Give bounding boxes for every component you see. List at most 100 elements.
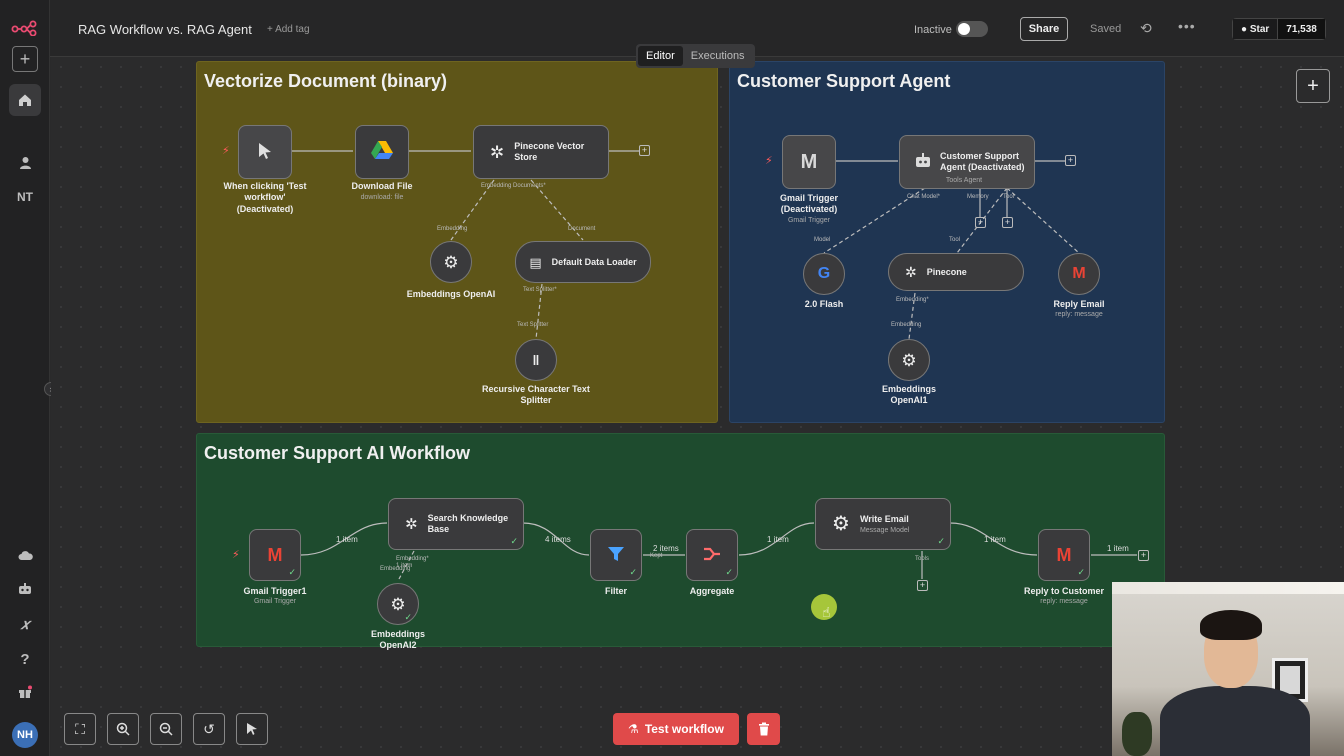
group-agent[interactable]: Customer Support Agent — [729, 61, 1165, 423]
google-icon: G — [817, 265, 831, 282]
edge-label: 1 item — [984, 535, 1006, 544]
node-label: Reply to Customer — [1023, 586, 1104, 596]
saved-status: Saved — [1090, 23, 1122, 35]
plus-icon[interactable]: + — [12, 46, 38, 72]
add-tool-plus-icon[interactable]: + — [917, 580, 928, 591]
add-node-plus-icon[interactable]: + — [1065, 155, 1076, 166]
add-node-plus-icon[interactable]: + — [639, 145, 650, 156]
workflow-title[interactable]: RAG Workflow vs. RAG Agent — [78, 22, 252, 37]
reply-email-node[interactable]: M — [1058, 253, 1100, 295]
node-subtitle: Gmail Trigger — [787, 217, 830, 224]
port-label: Embedding — [380, 566, 411, 572]
port-label: Tool — [1003, 194, 1015, 200]
node-subtitle: download: file — [360, 194, 404, 201]
cloud-icon[interactable] — [9, 539, 41, 571]
gmail-icon: M — [267, 545, 283, 565]
success-check-icon: ✓ — [937, 536, 945, 546]
edge-label: Kept — [650, 553, 663, 559]
port-label: Memory — [967, 194, 989, 200]
fit-view-icon[interactable]: ⛶ — [64, 713, 96, 745]
user-icon[interactable] — [9, 146, 41, 178]
undo-icon[interactable]: ↺ — [193, 713, 225, 745]
github-star-button[interactable]: ● Star 71,538 — [1232, 18, 1326, 40]
node-label: Pinecone — [926, 266, 967, 277]
view-tabs: Editor Executions — [636, 44, 755, 68]
pinecone-icon: ✲ — [405, 515, 418, 533]
node-label: Embeddings OpenAI — [406, 289, 496, 299]
cursor-highlight — [811, 594, 837, 620]
star-label: Star — [1249, 24, 1270, 35]
add-memory-plus-icon[interactable]: + — [975, 217, 986, 228]
trash-icon[interactable] — [747, 713, 780, 745]
add-tool-plus-icon[interactable]: + — [1002, 217, 1013, 228]
plant — [1122, 712, 1152, 756]
reply-to-customer-node[interactable]: M ✓ — [1038, 529, 1090, 581]
templates-icon[interactable] — [9, 573, 41, 605]
trigger-bolt-icon: ⚡ — [765, 155, 773, 167]
node-label: Customer Support Agent (Deactivated) — [940, 151, 1025, 172]
gift-icon[interactable] — [9, 676, 41, 708]
node-label: When clicking 'Test workflow' (Deactivat… — [223, 181, 307, 214]
more-icon[interactable]: ••• — [1178, 18, 1196, 34]
embeddings-openai-node[interactable]: ⚙ — [430, 241, 472, 283]
openai-icon: ⚙ — [443, 252, 459, 272]
node-label: Download File — [351, 181, 413, 191]
customer-support-agent-node[interactable]: Customer Support Agent (Deactivated) — [899, 135, 1035, 189]
history-icon[interactable]: ⟲ — [1140, 20, 1152, 36]
port-label: Tool — [949, 237, 961, 243]
tab-executions[interactable]: Executions — [690, 50, 745, 62]
tab-editor[interactable]: Editor — [638, 46, 683, 66]
gmail-trigger-node[interactable]: M — [782, 135, 836, 189]
filter-node[interactable]: ✓ — [590, 529, 642, 581]
zoom-in-icon[interactable] — [107, 713, 139, 745]
text-splitter-node[interactable]: ‖ — [515, 339, 557, 381]
variables-icon[interactable]: 𝑥 — [20, 615, 30, 633]
port-label: Text Splitter* — [523, 287, 557, 293]
edge-label: 1 item — [396, 563, 413, 569]
pinecone-tool-node[interactable]: ✲ Pinecone — [888, 253, 1024, 291]
active-status-label: Inactive — [914, 24, 952, 36]
add-tag-link[interactable]: + Add tag — [267, 24, 310, 35]
manual-trigger-node[interactable] — [238, 125, 292, 179]
search-knowledge-base-node[interactable]: ✲ Search Knowledge Base ✓ — [388, 498, 524, 550]
avatar[interactable]: NH — [12, 722, 38, 748]
project-initials[interactable]: NT — [17, 190, 33, 204]
test-workflow-button[interactable]: ⚗ Test workflow — [613, 713, 739, 745]
port-label: Chat Model* — [907, 194, 941, 200]
success-check-icon: ✓ — [288, 567, 296, 577]
node-subtitle: Tools Agent — [945, 177, 983, 184]
edge-label: 1 item — [1107, 544, 1129, 553]
home-icon[interactable] — [9, 84, 41, 116]
add-node-plus-icon[interactable]: + — [1138, 550, 1149, 561]
google-drive-icon — [371, 140, 393, 164]
pinecone-vector-store-node[interactable]: ✲ Pinecone Vector Store — [473, 125, 609, 179]
background-lamp — [1112, 582, 1344, 594]
gmail-icon: M — [1056, 545, 1072, 565]
write-email-node[interactable]: ⚙ Write Email Message Model ✓ — [815, 498, 951, 550]
share-button[interactable]: Share — [1020, 17, 1068, 41]
node-label: Write Email — [859, 514, 909, 525]
splitter-icon: ‖ — [532, 352, 540, 368]
port-label: Embedding Documents* — [481, 183, 546, 189]
node-label: 2.0 Flash — [804, 299, 844, 309]
gmail-trigger1-node[interactable]: M ✓ — [249, 529, 301, 581]
n8n-logo-icon[interactable] — [9, 12, 41, 44]
success-check-icon: ✓ — [629, 567, 637, 577]
help-icon[interactable]: ? — [20, 650, 30, 668]
add-node-button[interactable]: + — [1296, 69, 1330, 103]
embeddings-openai1-node[interactable]: ⚙ — [888, 339, 930, 381]
port-label: Embedding* — [896, 297, 929, 303]
zoom-out-icon[interactable] — [150, 713, 182, 745]
active-toggle[interactable] — [956, 21, 988, 37]
download-file-node[interactable] — [355, 125, 409, 179]
webcam-overlay — [1112, 582, 1344, 756]
gemini-model-node[interactable]: G — [803, 253, 845, 295]
edge-label: 1 item — [336, 535, 358, 544]
default-data-loader-node[interactable]: ▤ Default Data Loader — [515, 241, 651, 283]
pointer-icon[interactable] — [236, 713, 268, 745]
flask-icon: ⚗ — [628, 722, 639, 736]
aggregate-node[interactable]: ✓ — [686, 529, 738, 581]
embeddings-openai2-node[interactable]: ⚙ ✓ — [377, 583, 419, 625]
hand-cursor-icon: ☝ — [822, 604, 831, 620]
pinecone-icon: ✲ — [490, 142, 505, 162]
